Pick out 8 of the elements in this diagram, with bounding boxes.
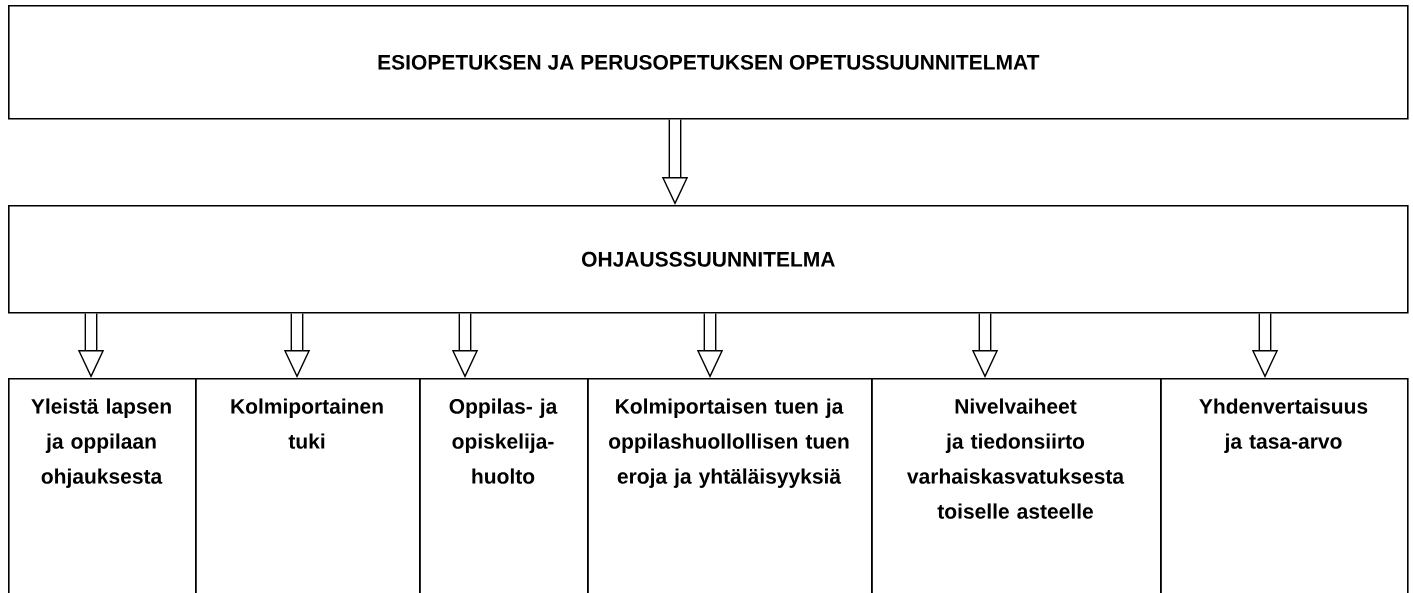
topic-cell: Kolmiportainen tuki	[195, 378, 421, 593]
heading-box: OHJAUSSSUUNNITELMA	[8, 205, 1409, 314]
topic-cell: Oppilas- ja opiskelija-huolto	[419, 378, 589, 593]
heading-box: ESIOPETUKSEN JA PERUSOPETUKSEN OPETUSSUUNNITELMAT	[8, 5, 1409, 120]
topic-cell: Yleistä lapsen ja oppilaan ohjauksesta	[8, 378, 197, 593]
topic-cell: Kolmiportaisen tuen ja oppilashuollollisen tuen eroja ja yhtäläisyyksiä	[587, 378, 873, 593]
topic-cell: Nivelvaiheet ja tiedonsiirto varhaiskasvatuksesta toiselle asteelle	[871, 378, 1162, 593]
topic-cell: Yhdenvertaisuus ja tasa-arvo	[1160, 378, 1409, 593]
